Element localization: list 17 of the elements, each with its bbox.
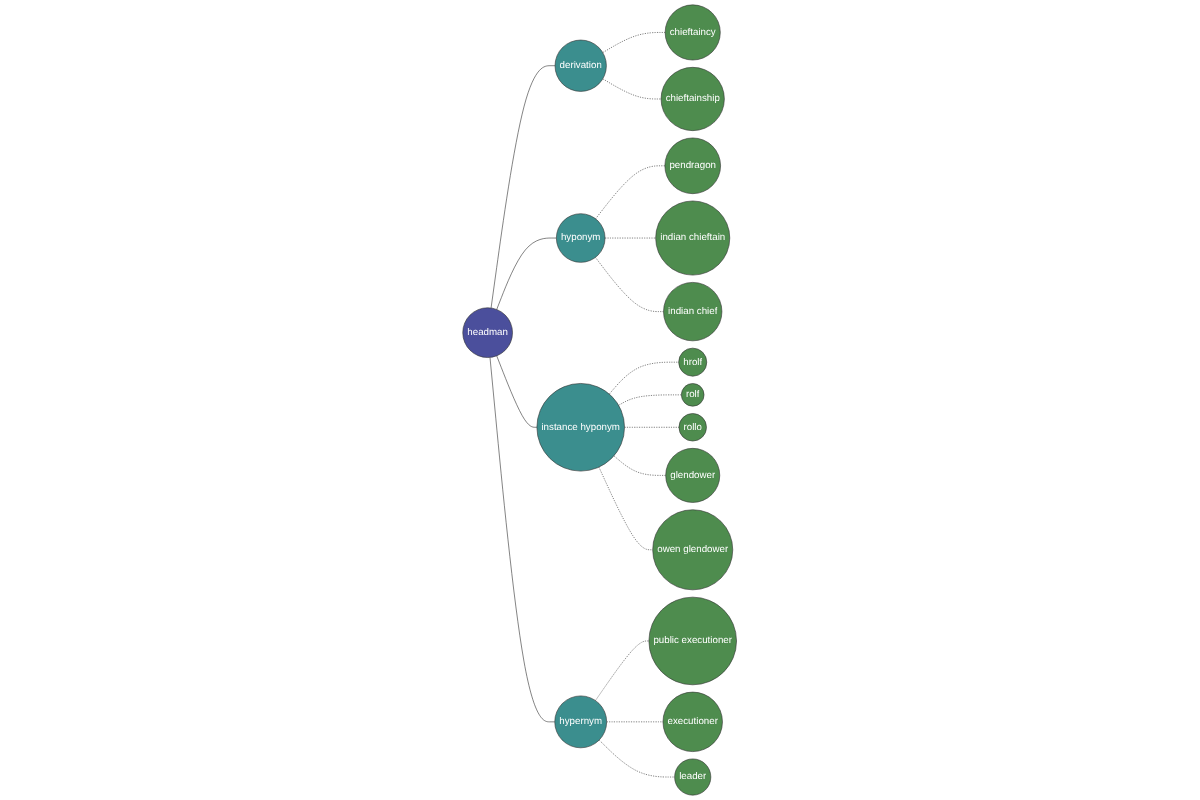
connector (618, 394, 683, 406)
connector (606, 721, 664, 723)
connector (490, 357, 556, 723)
connector (491, 65, 556, 309)
connector (605, 237, 657, 239)
connector (614, 455, 667, 476)
connector (598, 466, 654, 551)
connector (496, 355, 538, 428)
connector (496, 237, 558, 310)
connector (595, 165, 666, 220)
connector (602, 78, 662, 100)
connector (595, 640, 650, 701)
connector (599, 739, 676, 778)
connector (602, 32, 666, 53)
connector (609, 361, 680, 395)
connector (595, 257, 665, 312)
connector (624, 426, 680, 428)
